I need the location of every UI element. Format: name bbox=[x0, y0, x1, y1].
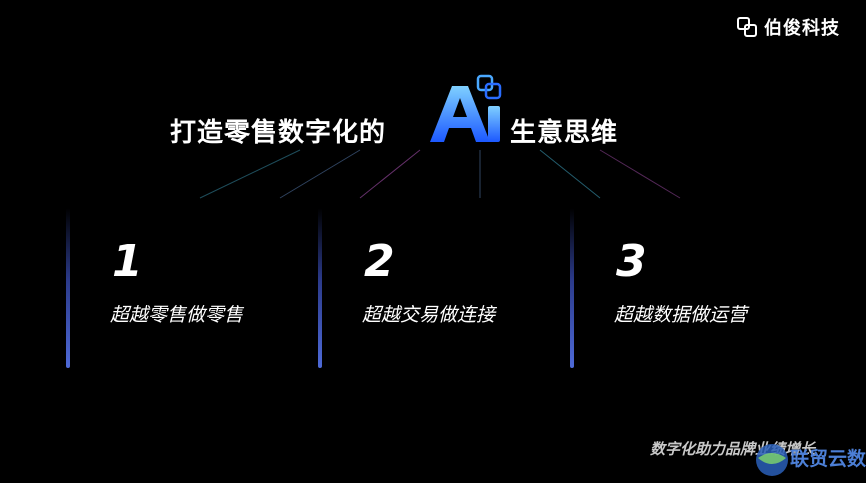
pillar-number: 1 bbox=[112, 236, 143, 287]
watermark-text: 联贸云数 bbox=[790, 448, 866, 470]
perspective-grid bbox=[80, 149, 780, 199]
headline-left: 打造零售数字化的 bbox=[170, 118, 387, 148]
pillar-3: 3 超越数据做运营 bbox=[570, 208, 790, 368]
pillar-bar bbox=[318, 208, 322, 368]
pillar-label: 超越零售做零售 bbox=[110, 304, 244, 326]
headline: 打造零售数字化的 生意思维 bbox=[0, 72, 866, 152]
globe-icon bbox=[756, 444, 788, 476]
brand: 伯俊科技 bbox=[736, 14, 840, 40]
pillar-2: 2 超越交易做连接 bbox=[318, 208, 538, 368]
pillar-number: 2 bbox=[364, 236, 395, 287]
ai-logo bbox=[430, 74, 502, 142]
pillar-label: 超越数据做运营 bbox=[614, 304, 748, 326]
pillar-bar bbox=[66, 208, 70, 368]
linked-squares-icon bbox=[737, 17, 757, 37]
pillar-label: 超越交易做连接 bbox=[362, 304, 496, 326]
headline-right: 生意思维 bbox=[510, 118, 619, 148]
brand-name: 伯俊科技 bbox=[764, 18, 840, 39]
pillar-number: 3 bbox=[616, 236, 647, 287]
pillar-1: 1 超越零售做零售 bbox=[66, 208, 286, 368]
pillar-bar bbox=[570, 208, 574, 368]
